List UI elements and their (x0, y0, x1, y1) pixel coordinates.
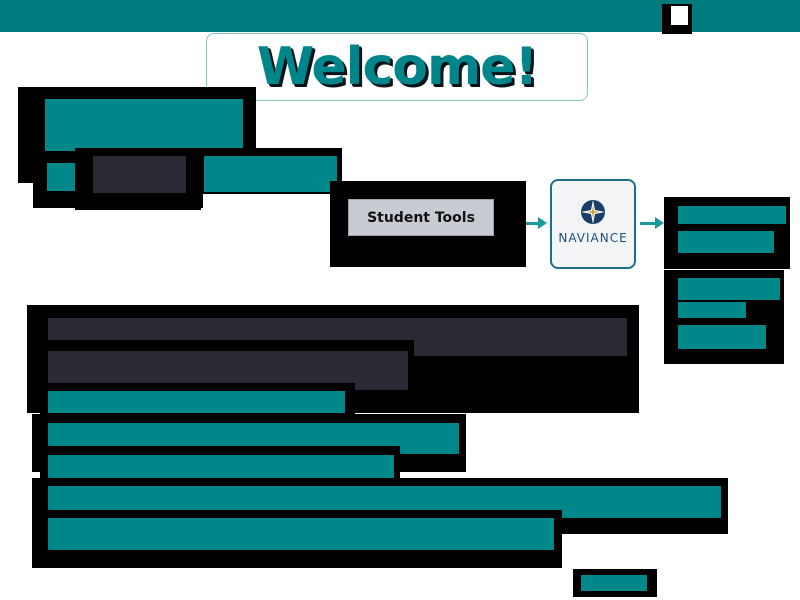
redacted-line-3 (48, 391, 345, 413)
redacted-item-right-3 (678, 278, 780, 300)
page-title: Welcome! (256, 37, 538, 97)
redacted-block-b (47, 163, 77, 191)
arrow-right-icon (526, 222, 540, 225)
redacted-line-5 (48, 455, 394, 478)
redacted-footer-item (581, 575, 647, 591)
redacted-item-right-1 (678, 206, 786, 224)
arrow-right-icon-2 (640, 222, 656, 225)
redacted-block-d (204, 156, 337, 192)
welcome-banner: Welcome! (206, 33, 588, 101)
redacted-line-7 (48, 518, 554, 550)
redacted-item-right-2 (678, 231, 774, 253)
student-tools-button[interactable]: Student Tools (348, 199, 494, 236)
naviance-link[interactable]: NAVIANCE (550, 179, 636, 269)
redacted-block-c (93, 156, 186, 193)
naviance-label: NAVIANCE (558, 231, 628, 245)
top-square[interactable] (671, 6, 688, 25)
compass-star-icon (581, 200, 605, 224)
arrow-head-icon-2 (655, 217, 664, 229)
redacted-item-right-4 (678, 302, 746, 318)
arrow-head-icon (538, 217, 547, 229)
redacted-item-right-5 (678, 325, 766, 349)
redacted-block-a (45, 99, 243, 151)
